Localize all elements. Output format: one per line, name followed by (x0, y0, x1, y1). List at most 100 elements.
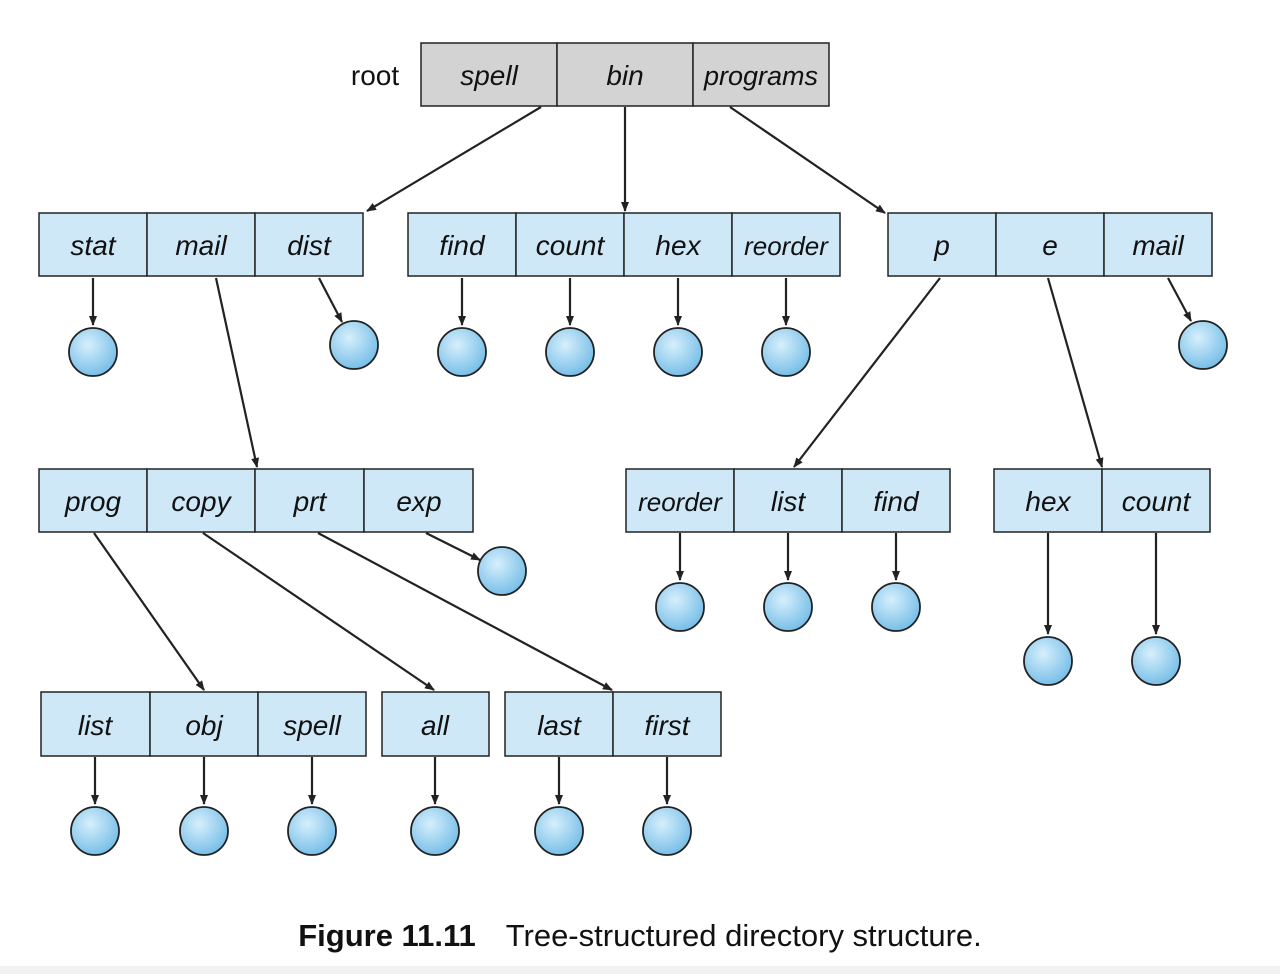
dir-entry-reorder: reorder (744, 231, 829, 261)
figure-caption-text: Tree-structured directory structure. (505, 918, 982, 953)
file-node (68, 327, 118, 377)
dir-entry-list: list (78, 710, 113, 741)
dir-cell (731, 212, 841, 277)
figure-caption: Figure 11.11 Tree-structured directory st… (0, 918, 1280, 954)
directory-prt: last first (504, 691, 722, 757)
dir-entry-dist: dist (287, 230, 332, 261)
arrow-p-to-dir (793, 277, 941, 468)
root-cell-programs (692, 42, 830, 107)
dir-cell (995, 212, 1105, 277)
figure-number: Figure 11.11 (298, 918, 476, 953)
file-nodes (68, 320, 1228, 856)
arrow-mail-file (1167, 277, 1192, 322)
root-cell-bin (556, 42, 694, 107)
dir-entry-mail: mail (175, 230, 227, 261)
dir-entry-spell: spell (283, 710, 341, 741)
directory-copy: all (381, 691, 490, 757)
dir-cell (254, 468, 365, 533)
arrow-exp-file (425, 532, 481, 561)
dir-entry-find: find (873, 486, 920, 517)
directory-e: hex count (993, 468, 1211, 533)
root-entry-spell: spell (460, 60, 518, 91)
file-node (410, 806, 460, 856)
dir-cell (612, 691, 722, 757)
dir-entry-p: p (933, 230, 950, 261)
dir-entry-first: first (644, 710, 690, 741)
dir-cell (254, 212, 364, 277)
root-entry-bin: bin (606, 60, 643, 91)
file-node (763, 582, 813, 632)
dir-cell (504, 691, 614, 757)
dir-cell (1101, 468, 1211, 533)
file-node (287, 806, 337, 856)
dir-cell (363, 468, 474, 533)
dir-entry-last: last (537, 710, 582, 741)
arrow-e-to-dir (1046, 277, 1104, 468)
file-node (477, 546, 527, 596)
file-node (871, 582, 921, 632)
directory-p: reorder list find (625, 468, 951, 533)
dir-entry-exp: exp (396, 486, 441, 517)
dir-entry-prt: prt (293, 486, 328, 517)
file-node (1131, 636, 1181, 686)
dir-cell (625, 468, 735, 533)
dir-cell (993, 468, 1103, 533)
dir-cell (841, 468, 951, 533)
directory-programs: p e mail (887, 212, 1213, 277)
file-node (179, 806, 229, 856)
file-node (1023, 636, 1073, 686)
file-node (545, 327, 595, 377)
file-node (642, 806, 692, 856)
dir-entry-copy: copy (171, 486, 232, 517)
dir-entry-hex: hex (1025, 486, 1071, 517)
arrow-mail-to-dir (214, 277, 260, 468)
file-node (1178, 320, 1228, 370)
file-node (534, 806, 584, 856)
dir-cell (733, 468, 843, 533)
dir-entry-stat: stat (70, 230, 116, 261)
dir-entry-e: e (1042, 230, 1058, 261)
arrow-programs-to-dir (729, 106, 886, 214)
dir-entry-obj: obj (185, 710, 223, 741)
dir-entry-mail: mail (1132, 230, 1184, 261)
dir-cell (623, 212, 733, 277)
dir-cell (1103, 212, 1213, 277)
dir-entry-count: count (536, 230, 606, 261)
dir-entry-hex: hex (655, 230, 701, 261)
arrow-copy-to-dir (202, 532, 435, 691)
dir-entry-find: find (439, 230, 486, 261)
root-directory: spell bin programs (420, 42, 830, 107)
root-cell-spell (420, 42, 558, 107)
directory-bin: find count hex reorder (407, 212, 841, 277)
directory-pointers (93, 106, 1104, 691)
bottom-edge-strip (0, 966, 1280, 974)
file-node (329, 320, 379, 370)
file-node (437, 327, 487, 377)
file-pointers (89, 277, 1192, 805)
file-node (761, 327, 811, 377)
dir-entry-count: count (1122, 486, 1192, 517)
root-label: root (351, 60, 399, 91)
dir-entry-all: all (421, 710, 450, 741)
arrow-dist-file (318, 277, 343, 323)
file-node (70, 806, 120, 856)
dir-cell (38, 468, 148, 533)
dir-entry-list: list (771, 486, 806, 517)
root-entry-programs: programs (703, 61, 818, 91)
directory-prog: list obj spell (40, 691, 367, 757)
directory-mail: prog copy prt exp (38, 468, 474, 533)
arrow-spell-to-dir (366, 106, 542, 212)
file-node (655, 582, 705, 632)
dir-cell (515, 212, 625, 277)
dir-entry-prog: prog (64, 486, 121, 517)
dir-cell (146, 212, 256, 277)
arrow-prt-to-dir (317, 532, 613, 691)
dir-entry-reorder: reorder (638, 487, 723, 517)
dir-cell (40, 691, 151, 757)
dir-cell (381, 691, 490, 757)
arrow-prog-to-dir (93, 532, 205, 691)
dir-cell (257, 691, 367, 757)
file-node (653, 327, 703, 377)
directory-spell: stat mail dist (38, 212, 364, 277)
